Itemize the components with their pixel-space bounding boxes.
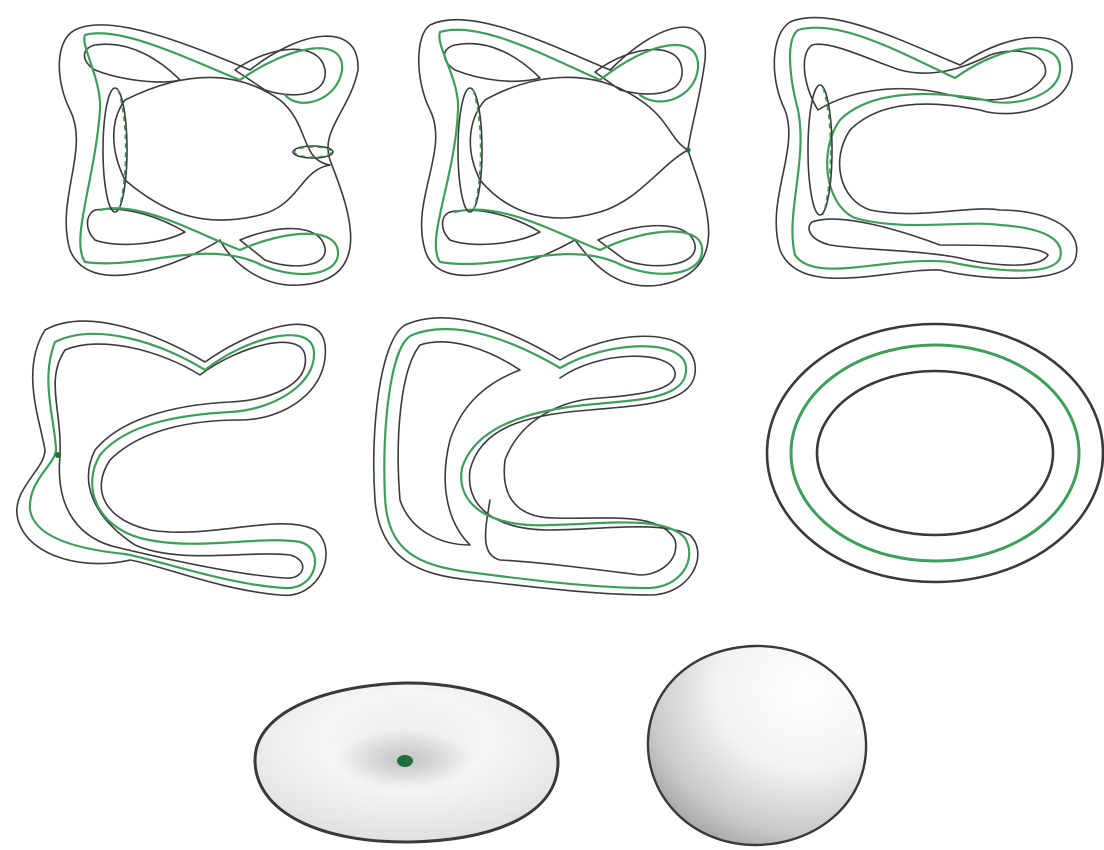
annulus-inner-boundary (817, 371, 1053, 535)
panel3-core-curve (790, 28, 1061, 271)
panel-crossing-band-pinched (17, 321, 326, 595)
panel-figure-eight-band-pinched-point (419, 20, 709, 286)
panel2-inner-boundary (470, 77, 688, 218)
sphere-shape (648, 646, 866, 845)
panel2-core-curve (436, 30, 702, 274)
panel2-lower-hole (443, 210, 541, 244)
panel4-pinch-point (55, 452, 61, 458)
panel5-outer-boundary (374, 318, 698, 595)
panel-figure-eight-band-pinched (59, 25, 358, 285)
panel5-core-curve (384, 329, 689, 588)
panel2-upper-hole (444, 44, 540, 82)
panel5-inner-right (486, 356, 676, 575)
annulus-core-curve (791, 345, 1079, 561)
panel-figure-eight-band-open (774, 18, 1076, 279)
panel4-core-curve (30, 334, 315, 588)
panel1-core-curve (80, 33, 342, 274)
panel-sphere (648, 646, 866, 845)
panel2-outer-boundary (419, 20, 709, 286)
panel3-inner-boundary (804, 44, 1045, 110)
panel-crossing-band-smooth (374, 318, 698, 595)
panel2-pinch-point (685, 147, 690, 152)
panel1-right-hole (235, 49, 325, 94)
panel-annulus (767, 324, 1103, 582)
panel-disk-with-point (255, 683, 558, 842)
panel5-inner-left (398, 342, 520, 545)
panel1-lower-hole (88, 209, 186, 244)
disk-point (397, 755, 413, 767)
